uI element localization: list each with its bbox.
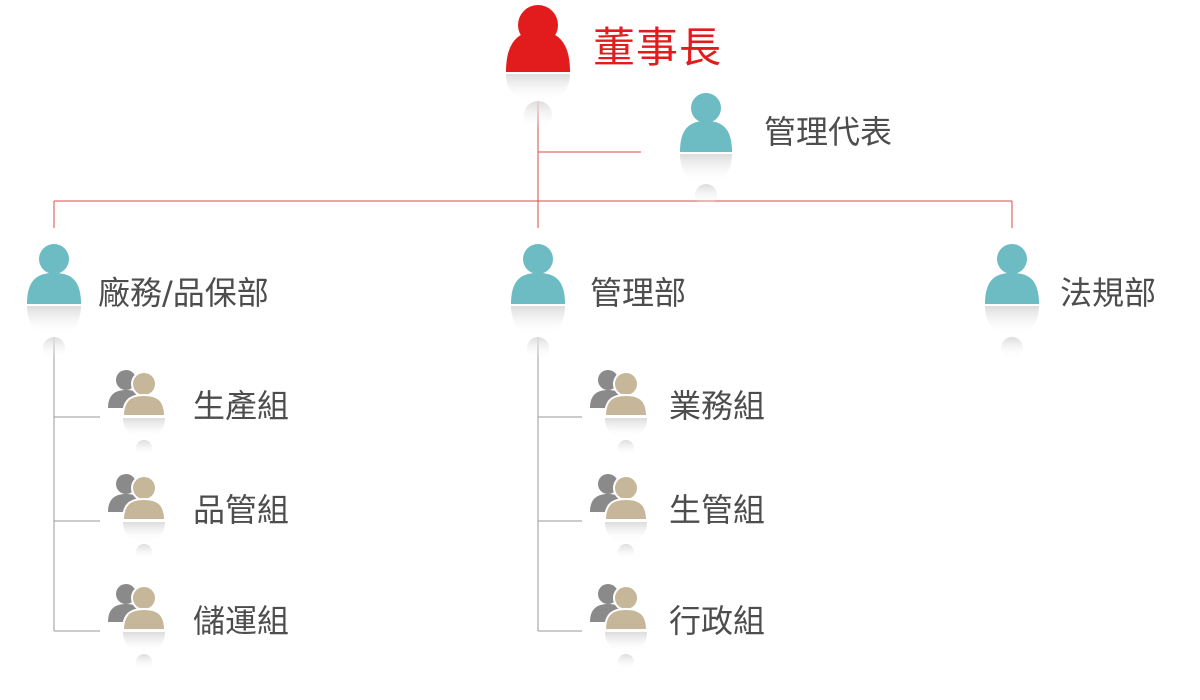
group-icon <box>108 474 167 560</box>
group-icon <box>590 584 649 670</box>
group-icon <box>590 474 649 560</box>
team-label: 業務組 <box>669 387 766 425</box>
representative-label: 管理代表 <box>764 113 893 151</box>
team-label: 生產組 <box>193 387 290 425</box>
person-icon <box>680 93 732 206</box>
person-icon <box>985 244 1039 359</box>
team-label: 品管組 <box>193 491 290 529</box>
person-icon <box>506 5 570 129</box>
team-label: 行政組 <box>669 602 766 640</box>
group-icon <box>108 370 167 456</box>
group-icon <box>590 370 649 456</box>
person-icon <box>511 244 565 359</box>
group-icon <box>108 584 167 670</box>
department-label: 廠務/品保部 <box>98 274 269 312</box>
team-label: 生管組 <box>669 491 766 529</box>
department-label: 法規部 <box>1060 274 1157 312</box>
person-icon <box>27 244 81 359</box>
root-label: 董事長 <box>593 23 723 72</box>
department-label: 管理部 <box>590 274 687 312</box>
connectors <box>53 102 1013 632</box>
team-label: 儲運組 <box>193 602 290 640</box>
